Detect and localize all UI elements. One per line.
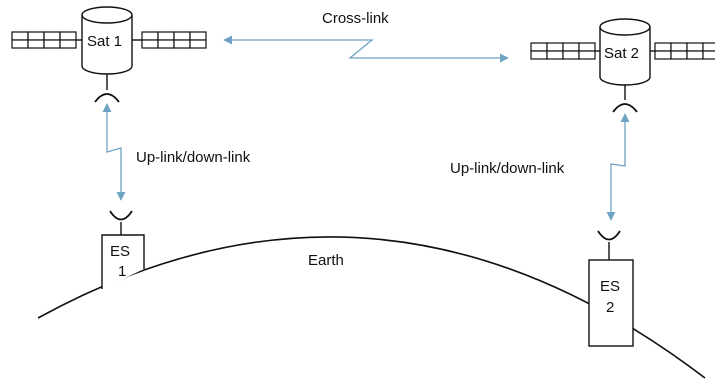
- dish-icon: [94, 93, 120, 103]
- sat-1-label: Sat 1: [87, 33, 122, 50]
- satellite-2: Sat 2: [530, 18, 715, 113]
- cross-link-arrow: [223, 35, 509, 63]
- satellite-icon: [11, 6, 207, 90]
- es-2-label-line1: ES: [600, 278, 620, 295]
- uplink-downlink-1: Up-link/down-link: [102, 103, 251, 201]
- es-2-label-line2: 2: [606, 299, 614, 316]
- uplink-label-2: Up-link/down-link: [450, 160, 565, 177]
- earth-station-2: ES 2: [588, 230, 634, 347]
- dish-icon: [597, 230, 621, 241]
- uplink-label-1: Up-link/down-link: [136, 149, 251, 166]
- cross-link: Cross-link: [223, 10, 509, 63]
- sat-2-label: Sat 2: [604, 45, 639, 62]
- cross-link-label: Cross-link: [322, 10, 389, 27]
- solar-panel-left: [530, 42, 600, 60]
- solar-panel-left: [11, 31, 82, 49]
- es-1-label-line2: 1: [118, 263, 126, 280]
- uplink-arrow-2: [606, 113, 630, 221]
- earth-label: Earth: [308, 252, 344, 269]
- dish-icon: [109, 210, 133, 221]
- es-1-label-line1: ES: [110, 243, 130, 260]
- uplink-arrow-1: [102, 103, 126, 201]
- satellite-1: Sat 1: [11, 6, 207, 103]
- solar-panel-right: [650, 42, 715, 60]
- satellite-icon: [530, 18, 715, 100]
- solar-panel-right: [132, 31, 207, 49]
- uplink-downlink-2: Up-link/down-link: [450, 113, 630, 221]
- dish-icon: [612, 103, 638, 113]
- earth-station-1: ES 1: [101, 210, 145, 289]
